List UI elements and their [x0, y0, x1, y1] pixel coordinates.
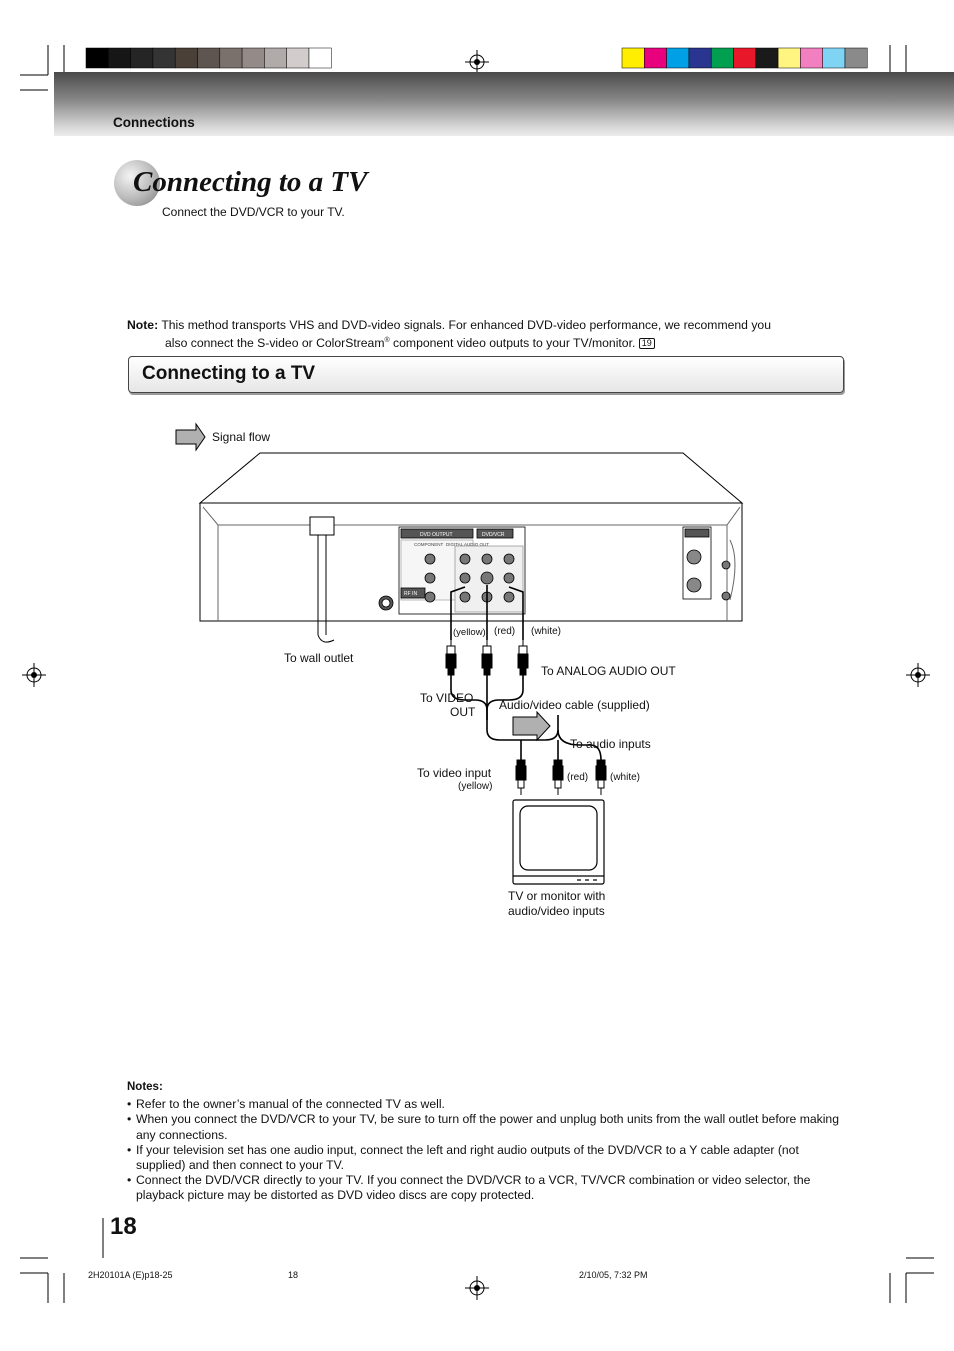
page-title: Connecting to a TV	[133, 166, 368, 198]
footer-date: 2/10/05, 7:32 PM	[579, 1270, 648, 1280]
notes-list: Refer to the owner’s manual of the conne…	[127, 1097, 847, 1203]
footer-file: 2H20101A (E)p18-25	[88, 1270, 173, 1280]
note-line2: also connect the S-video or ColorStream	[165, 336, 385, 351]
white-label-upper: (white)	[531, 626, 562, 637]
header-band	[54, 72, 954, 136]
panel-dvd-output: DVD OUTPUT	[420, 532, 453, 538]
white-label-lower: (white)	[610, 772, 641, 783]
calibration-swatch	[308, 47, 332, 69]
red-label-upper: (red)	[494, 626, 516, 637]
registered-mark: ®	[384, 337, 390, 344]
video-out-label-1: To VIDEO	[420, 691, 474, 705]
power-cord	[309, 516, 335, 643]
gray-calibration-bar	[85, 47, 332, 69]
note-line1: This method transports VHS and DVD-video…	[161, 318, 771, 332]
cable-arrow-icon	[512, 710, 551, 742]
notes-item: If your television set has one audio inp…	[127, 1143, 847, 1173]
signal-flow-arrow-icon	[175, 422, 206, 452]
notes-item: Refer to the owner’s manual of the conne…	[127, 1097, 847, 1112]
yellow-label-upper: (yellow)	[453, 627, 486, 638]
panel-dvdvcr: DVD/VCR	[482, 532, 505, 538]
yellow-label-lower: (yellow)	[458, 781, 493, 792]
page-number: 18	[110, 1213, 137, 1240]
footer-page: 18	[288, 1270, 299, 1280]
analog-audio-out-label: To ANALOG AUDIO OUT	[541, 664, 676, 678]
antenna-panel	[682, 526, 731, 601]
notes-item: Connect the DVD/VCR directly to your TV.…	[127, 1173, 847, 1203]
cable-label: Audio/video cable (supplied)	[499, 698, 650, 712]
note-line2b: component video outputs to your TV/monit…	[389, 336, 636, 351]
section-label: Connections	[113, 115, 195, 130]
panel-component: COMPONENT	[414, 542, 444, 547]
note-label: Note:	[127, 318, 159, 332]
section-heading-box	[128, 356, 844, 393]
signal-flow-label: Signal flow	[212, 430, 271, 444]
notes-item: When you connect the DVD/VCR to your TV,…	[127, 1112, 847, 1142]
subtitle: Connect the DVD/VCR to your TV.	[162, 205, 345, 219]
tv-label-2: audio/video inputs	[508, 904, 605, 918]
tv-label-1: TV or monitor with	[508, 889, 606, 903]
audio-video-cable	[450, 585, 602, 761]
notes-section: Notes: Refer to the owner’s manual of th…	[127, 1080, 847, 1204]
note-line2-wrap: also connect the S-video or ColorStream®…	[127, 333, 817, 351]
calibration-swatch	[844, 47, 868, 69]
lower-rca-plugs	[515, 759, 607, 795]
panel-digital: DIGITAL AUDIO OUT	[446, 542, 489, 547]
tv-monitor-icon	[512, 799, 605, 885]
color-calibration-bar	[621, 47, 868, 69]
video-out-label-2: OUT	[450, 705, 476, 719]
video-input-label: To video input	[417, 766, 492, 780]
note: Note: This method transports VHS and DVD…	[127, 317, 817, 351]
upper-rca-plugs	[445, 640, 529, 676]
page-ref-link[interactable]: 19	[638, 338, 655, 350]
wall-outlet-label: To wall outlet	[284, 651, 354, 665]
red-label-lower: (red)	[567, 772, 589, 783]
notes-heading: Notes:	[127, 1081, 163, 1093]
output-jack-panel	[378, 526, 526, 615]
title-decoration-circle	[114, 160, 160, 206]
section-heading: Connecting to a TV	[142, 363, 316, 384]
panel-rf: RF IN	[404, 591, 417, 597]
audio-inputs-label: To audio inputs	[570, 737, 651, 751]
